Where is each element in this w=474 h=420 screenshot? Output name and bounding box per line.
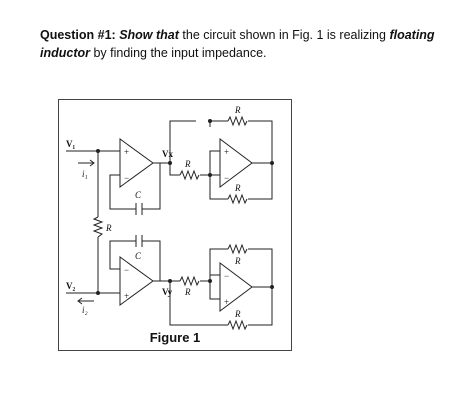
opamp-3 [119, 256, 154, 306]
label-vx: Vx [162, 149, 173, 159]
label-v1: V₁ [66, 139, 75, 149]
label-i2: i₂ [82, 305, 88, 315]
opamp-2-minus: − [224, 173, 229, 183]
figure-caption: Figure 1 [149, 330, 201, 345]
question-label: Question #1: [40, 28, 116, 42]
wires-top [66, 120, 273, 211]
resistor-bottom-series [179, 275, 200, 287]
capacitor-top [135, 203, 143, 215]
question-text: Question #1: Show that the circuit shown… [40, 26, 460, 62]
label-r-bottom-upper: R [234, 256, 241, 266]
resistor-bottom-upper [227, 243, 248, 255]
label-r-middle: R [105, 223, 112, 233]
opamp-1 [119, 138, 154, 188]
resistor-middle [92, 216, 104, 238]
arrow-i1-icon [78, 159, 95, 167]
opamp-1-minus: − [124, 173, 129, 183]
arrow-i2-icon [77, 297, 94, 305]
label-v2: V₂ [66, 281, 75, 291]
label-r-bottom-feedback: R [234, 309, 241, 319]
label-c-bottom: C [135, 251, 142, 261]
label-r-top-ground: R [234, 183, 241, 193]
opamp-4 [219, 262, 253, 312]
label-r-top-series: R [184, 159, 191, 169]
opamp-4-plus: + [224, 297, 229, 307]
opamp-3-minus: − [124, 265, 129, 275]
question-body-2: by finding the input impedance. [90, 46, 267, 60]
opamp-1-plus: + [124, 147, 129, 157]
figure-frame [58, 99, 292, 351]
question-body-1: the circuit shown in Fig. 1 is realizing [178, 28, 390, 42]
label-c-top: C [135, 190, 142, 200]
opamp-3-plus: + [124, 291, 129, 301]
resistor-top-series [179, 169, 200, 181]
opamp-2 [219, 138, 253, 188]
question-emphasis-floating-inductor: floating inductor [40, 28, 435, 60]
question-emphasis-show-that: Show that [119, 28, 179, 42]
label-vy: Vy [162, 287, 173, 297]
label-i1: i₁ [82, 169, 88, 179]
resistor-top-ground [227, 193, 248, 205]
opamp-4-minus: − [224, 271, 229, 281]
capacitor-bottom [135, 235, 143, 247]
resistor-top-feedback [227, 115, 248, 127]
opamp-2-plus: + [224, 147, 229, 157]
circuit-diagram: + − + − − + − + [66, 105, 274, 331]
junction-dots [96, 119, 274, 295]
label-r-bottom-series: R [184, 287, 191, 297]
resistor-bottom-feedback [227, 319, 248, 331]
wires-bottom [66, 240, 273, 326]
label-r-top-feedback: R [234, 105, 241, 115]
